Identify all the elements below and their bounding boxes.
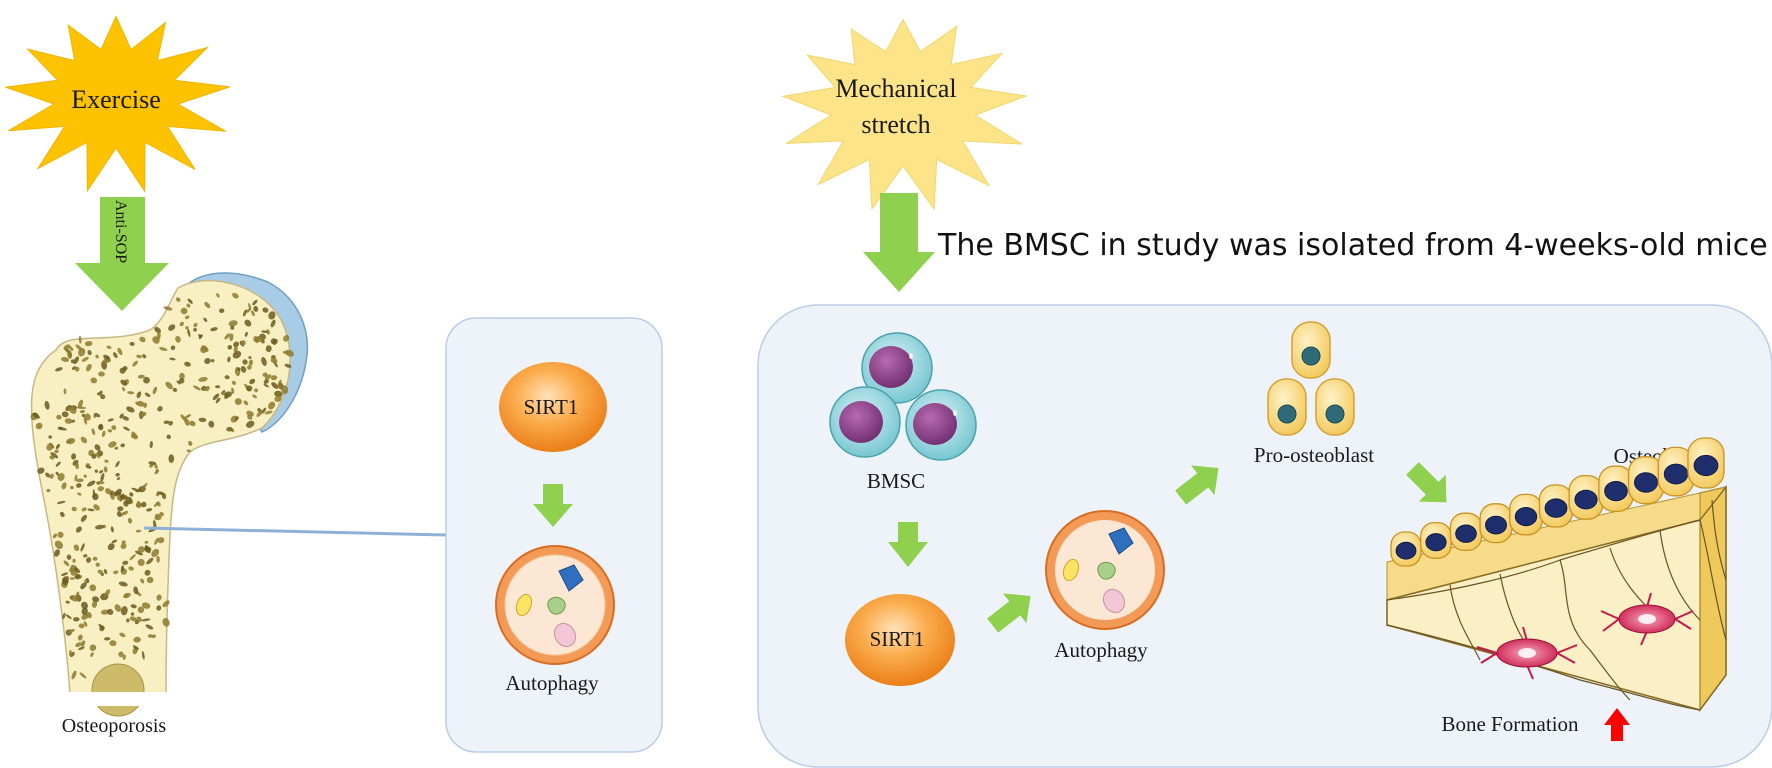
- sirt1-label-right: SIRT1: [870, 627, 925, 651]
- pro-osteoblast-cluster: [1267, 321, 1355, 436]
- diag-arrow-sirt1-autophagy: [987, 593, 1031, 633]
- femur-illustration: [30, 272, 309, 717]
- osteoblast-cell: [1598, 465, 1634, 513]
- exercise-label: Exercise: [71, 85, 161, 114]
- autophagy-label-middle: Autophagy: [505, 671, 599, 695]
- osteoblast-cell: [1568, 474, 1604, 520]
- bone-matrix-lines: [1386, 499, 1727, 711]
- mechanical-stretch-label-line2: stretch: [861, 110, 930, 139]
- osteocyte-cell: [1476, 626, 1578, 680]
- connector-line: [143, 526, 447, 537]
- anti-sop-label: Anti-SOP: [112, 200, 129, 263]
- down-arrow-middle: [533, 484, 573, 527]
- bmsc-label: BMSC: [867, 469, 925, 493]
- study-note: The BMSC in study was isolated from 4-we…: [937, 228, 1768, 263]
- bone-pores: [30, 292, 294, 688]
- bmsc-cluster: [829, 332, 977, 461]
- osteoblast-cell: [1538, 484, 1574, 528]
- down-arrow-bmsc: [888, 522, 928, 567]
- exercise-starburst: Exercise: [5, 15, 230, 193]
- stretch-down-arrow: [863, 193, 935, 292]
- up-arrow-icon: [1604, 708, 1630, 741]
- osteoblast-layer: [1390, 437, 1725, 567]
- middle-panel: SIRT1 Autophagy: [445, 317, 663, 753]
- osteocyte-cell: [1600, 592, 1694, 646]
- sirt1-node-right: [845, 594, 955, 686]
- mechanical-stretch-starburst: Mechanical stretch: [781, 18, 1029, 211]
- osteoblast-cell: [1509, 493, 1543, 536]
- pro-osteoblast-label: Pro-osteoblast: [1254, 443, 1374, 467]
- osteoblast-cell: [1390, 531, 1422, 567]
- autophagosome-middle: [495, 545, 615, 665]
- sirt1-node-middle: [499, 362, 607, 452]
- anti-sop-arrow: Anti-SOP: [75, 197, 169, 311]
- osteoporosis-label: Osteoporosis: [62, 715, 167, 737]
- diag-arrow-prosteoblast-osteoblast: [1406, 462, 1447, 503]
- mechanical-stretch-label-line1: Mechanical: [835, 74, 956, 103]
- bone-block: [1386, 437, 1727, 713]
- osteoblast-cell: [1687, 437, 1725, 489]
- osteoblast-cell: [1479, 503, 1513, 544]
- diag-arrow-autophagy-prosteoblast: [1175, 465, 1219, 505]
- autophagosome-right: [1045, 510, 1165, 630]
- sirt1-label-middle: SIRT1: [524, 395, 579, 419]
- bone-formation-label: Bone Formation: [1441, 712, 1579, 736]
- osteoblast-cell: [1420, 521, 1452, 559]
- autophagy-label-right: Autophagy: [1054, 638, 1148, 662]
- osteoblast-cell: [1449, 512, 1483, 552]
